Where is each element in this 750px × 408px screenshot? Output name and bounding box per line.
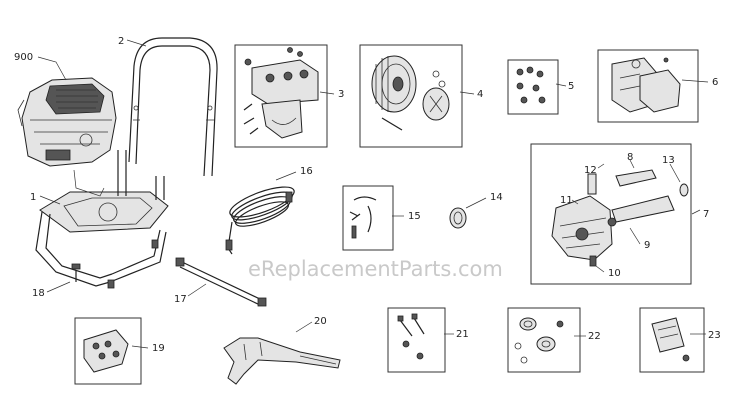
box-4 <box>359 44 463 148</box>
part-label-2: 2 <box>118 36 124 47</box>
box-3 <box>234 44 328 148</box>
screw-kit-part[interactable] <box>397 313 425 360</box>
fittings-part[interactable] <box>349 196 377 239</box>
part-label-10: 10 <box>608 268 621 279</box>
fuel-tank-part[interactable] <box>611 57 681 113</box>
box-22 <box>507 307 581 373</box>
part-label-9: 9 <box>644 240 650 251</box>
frame-base-part[interactable] <box>35 191 169 289</box>
watermark: eReplacementParts.com <box>248 257 503 281</box>
part-label-7: 7 <box>703 209 709 220</box>
box-7 <box>530 143 692 285</box>
ring-part[interactable] <box>449 207 467 229</box>
part-label-13: 13 <box>662 155 675 166</box>
hardware-bag-part[interactable] <box>83 329 129 373</box>
part-label-17: 17 <box>174 294 187 305</box>
manual-part[interactable] <box>651 317 690 362</box>
handle-part[interactable] <box>117 37 218 200</box>
part-label-1: 1 <box>30 192 36 203</box>
part-label-16: 16 <box>300 166 313 177</box>
part-label-8: 8 <box>627 152 633 163</box>
bracket-part[interactable] <box>243 47 319 139</box>
box-15 <box>342 185 394 251</box>
wheel-hardware-part[interactable] <box>514 317 564 364</box>
part-label-20: 20 <box>314 316 327 327</box>
part-label-11: 11 <box>560 195 573 206</box>
part-label-22: 22 <box>588 331 601 342</box>
part-label-19: 19 <box>152 343 165 354</box>
part-label-6: 6 <box>712 77 718 88</box>
spray-gun-part[interactable] <box>223 337 341 385</box>
part-label-21: 21 <box>456 329 469 340</box>
box-21 <box>387 307 446 373</box>
part-label-5: 5 <box>568 81 574 92</box>
wheel-part[interactable] <box>371 55 450 131</box>
part-label-15: 15 <box>408 211 421 222</box>
screws-part[interactable] <box>516 66 546 104</box>
hose-part[interactable] <box>225 181 297 255</box>
bolt-part[interactable] <box>71 263 81 282</box>
part-label-23: 23 <box>708 330 721 341</box>
wand-part[interactable] <box>175 257 267 307</box>
part-label-12: 12 <box>584 165 597 176</box>
box-6 <box>597 49 699 123</box>
part-label-900: 900 <box>14 52 33 63</box>
part-label-18: 18 <box>32 288 45 299</box>
engine-part[interactable] <box>17 77 117 167</box>
part-label-14: 14 <box>490 192 503 203</box>
box-23 <box>639 307 705 373</box>
part-label-3: 3 <box>338 89 344 100</box>
part-label-4: 4 <box>477 89 483 100</box>
pump-part[interactable] <box>551 169 689 267</box>
box-5 <box>507 59 559 115</box>
box-19 <box>74 317 142 385</box>
